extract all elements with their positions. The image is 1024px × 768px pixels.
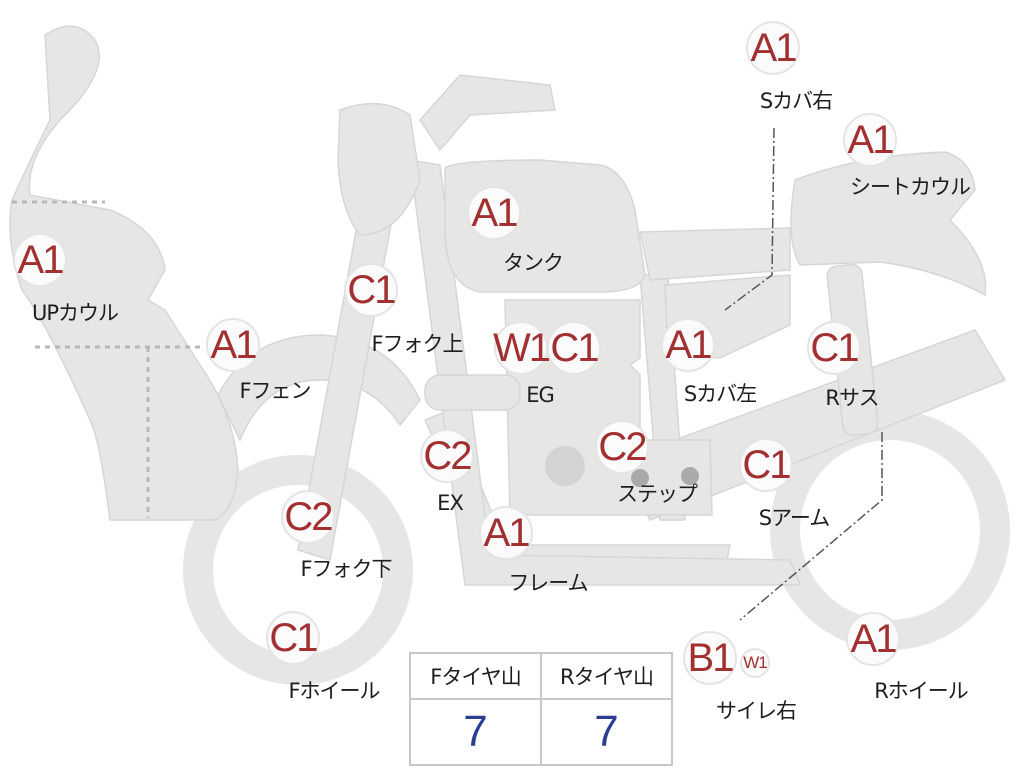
engine-label: EG — [526, 383, 555, 407]
engine-cover-circle — [545, 446, 585, 486]
seat-cowl-label: シートカウル — [850, 175, 971, 199]
front-fork-lower-label: Fフォク下 — [300, 557, 392, 581]
exhaust-manifold-shape — [424, 374, 521, 411]
front-wheel-label: Fホイール — [288, 679, 380, 703]
swing-arm-label: Sアーム — [758, 506, 830, 530]
frame-label: フレーム — [508, 571, 588, 595]
step-peg-right — [681, 467, 699, 485]
silencer-right-grade-badge[interactable]: B1 — [683, 631, 737, 685]
silencer-right-grade-secondary-badge[interactable]: W1 — [740, 648, 770, 678]
tank-label: タンク — [503, 251, 564, 275]
frame-shape — [409, 159, 802, 586]
step-label: ステップ — [617, 482, 698, 506]
up-cowl-label: UPカウル — [31, 301, 119, 325]
engine-details — [545, 446, 699, 487]
seat-shape — [639, 227, 791, 281]
rear-suspension-label: Rサス — [825, 386, 879, 410]
front-tread-value: 7 — [409, 698, 542, 766]
side-cover-right-label: Sカバ右 — [759, 89, 833, 113]
silencer-right-label: サイレ右 — [716, 699, 797, 723]
seat-cowl-shape — [790, 151, 987, 297]
headlight-shape — [337, 102, 421, 236]
tire-tread-table: Fタイヤ山 Rタイヤ山 7 7 — [409, 652, 673, 766]
exhaust-grade-badge[interactable]: C2 — [420, 429, 474, 483]
front-fender-label: Fフェン — [239, 379, 311, 403]
front-fender-shape — [217, 334, 421, 442]
tank-grade-badge[interactable]: A1 — [467, 186, 521, 240]
silencer-right-leader — [739, 432, 883, 621]
side-cover-right-leader — [724, 127, 775, 311]
up-cowl-grade-badge[interactable]: A1 — [13, 233, 67, 287]
front-wheel-grade-badge[interactable]: C1 — [266, 611, 320, 665]
side-cover-left-grade-badge[interactable]: A1 — [661, 318, 715, 372]
side-cover-left-label: Sカバ左 — [683, 382, 757, 406]
engine-grade-badge[interactable]: W1 — [493, 321, 551, 375]
front-fork-upper-grade-badge[interactable]: C1 — [344, 263, 398, 317]
exhaust-label: EX — [437, 491, 464, 515]
rear-wheel-grade-badge[interactable]: A1 — [846, 612, 900, 666]
front-fork-upper-label: Fフォク上 — [371, 332, 463, 356]
front-wheel-shape — [183, 455, 413, 685]
rear-tread-value: 7 — [540, 698, 673, 766]
rear-tread-header: Rタイヤ山 — [540, 652, 673, 700]
seat-cowl-grade-badge[interactable]: A1 — [843, 113, 897, 167]
rear-wheel-label: Rホイール — [874, 679, 969, 703]
front-fender-grade-badge[interactable]: A1 — [206, 318, 260, 372]
frame-grade-badge[interactable]: A1 — [479, 506, 533, 560]
side-cover-right-grade-badge[interactable]: A1 — [746, 21, 800, 75]
swing-arm-grade-badge[interactable]: C1 — [739, 438, 793, 492]
step-peg-left — [631, 469, 649, 487]
cowl-panel-lines — [12, 200, 200, 518]
body-parts — [9, 25, 1007, 586]
fork-upper-bracket — [419, 74, 556, 152]
front-fork-lower-grade-badge[interactable]: C2 — [281, 490, 335, 544]
rear-suspension-grade-badge[interactable]: C1 — [807, 321, 861, 375]
front-tread-header: Fタイヤ山 — [409, 652, 542, 700]
step-grade-badge[interactable]: C2 — [595, 420, 649, 474]
engine-grade-secondary-badge[interactable]: C1 — [547, 321, 601, 375]
leader-lines — [724, 127, 883, 621]
